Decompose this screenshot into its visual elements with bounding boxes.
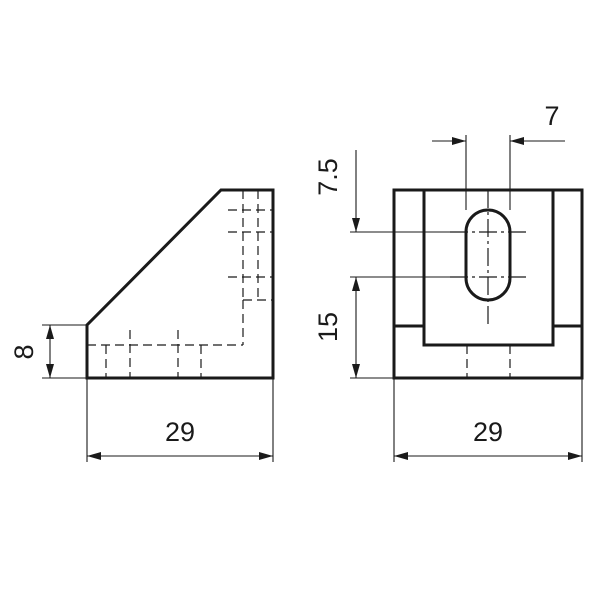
dimension-right-width: 29 <box>393 378 583 462</box>
front-view-hidden-edges <box>466 345 511 378</box>
dimension-label-bottom-height: 15 <box>313 312 343 342</box>
dimension-label-slot-width: 7 <box>544 101 559 131</box>
front-view <box>392 188 584 380</box>
dimension-left-height: 8 <box>9 324 87 379</box>
side-view-outline <box>85 188 275 380</box>
dimension-bottom-height: 15 <box>313 312 343 342</box>
dimension-top-offset: 7.5 <box>313 150 466 379</box>
dimension-left-width: 29 <box>86 378 274 462</box>
dimension-label-right-width: 29 <box>473 417 503 447</box>
dimension-slot-width: 7 <box>432 101 565 210</box>
side-view <box>85 188 275 380</box>
dimension-label-top-offset: 7.5 <box>313 158 343 196</box>
dimension-label-left-width: 29 <box>165 417 195 447</box>
side-view-hidden-edges <box>87 190 273 378</box>
slot-outline <box>464 208 512 302</box>
front-view-outline <box>392 188 584 380</box>
dimension-label-left-height: 8 <box>9 344 39 359</box>
